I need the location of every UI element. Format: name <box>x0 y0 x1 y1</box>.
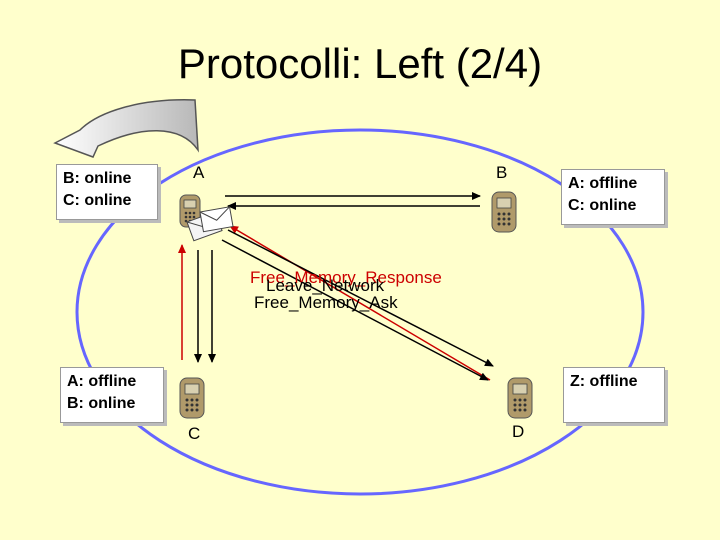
message-leave-network: Leave_Network <box>266 276 385 295</box>
node-label-a: A <box>193 163 205 182</box>
message-free-memory-response: Free_Memory_Response <box>250 268 442 287</box>
status-note-right-bottom: Z: offline <box>563 367 665 423</box>
note-line: Z: offline <box>570 373 638 390</box>
note-line: B: online <box>63 170 132 187</box>
arrow-a-to-d-2 <box>221 239 489 381</box>
node-label-d: D <box>512 422 525 441</box>
phone-d-icon <box>507 377 533 419</box>
status-note-left-top: B: online C: online <box>56 164 158 220</box>
network-ring <box>75 128 645 496</box>
arrow-a-to-d-1 <box>227 229 494 367</box>
status-note-right-top: A: offline C: online <box>561 169 665 225</box>
curved-arrow-icon <box>53 99 199 158</box>
note-line: A: offline <box>67 373 137 390</box>
envelope-icon <box>186 206 234 242</box>
note-line: B: online <box>67 395 136 412</box>
status-note-left-bottom: A: offline B: online <box>60 367 164 423</box>
node-label-b: B <box>496 163 508 182</box>
note-line: C: online <box>63 192 132 209</box>
message-free-memory-ask: Free_Memory_Ask <box>254 293 398 312</box>
slide-title: Protocolli: Left (2/4) <box>177 40 543 87</box>
arrow-d-to-a-red <box>229 225 491 381</box>
node-label-c: C <box>188 424 201 443</box>
phone-b-icon <box>491 191 517 233</box>
note-line: C: online <box>568 197 637 214</box>
phone-c-icon <box>179 377 205 419</box>
note-line: A: offline <box>568 175 638 192</box>
